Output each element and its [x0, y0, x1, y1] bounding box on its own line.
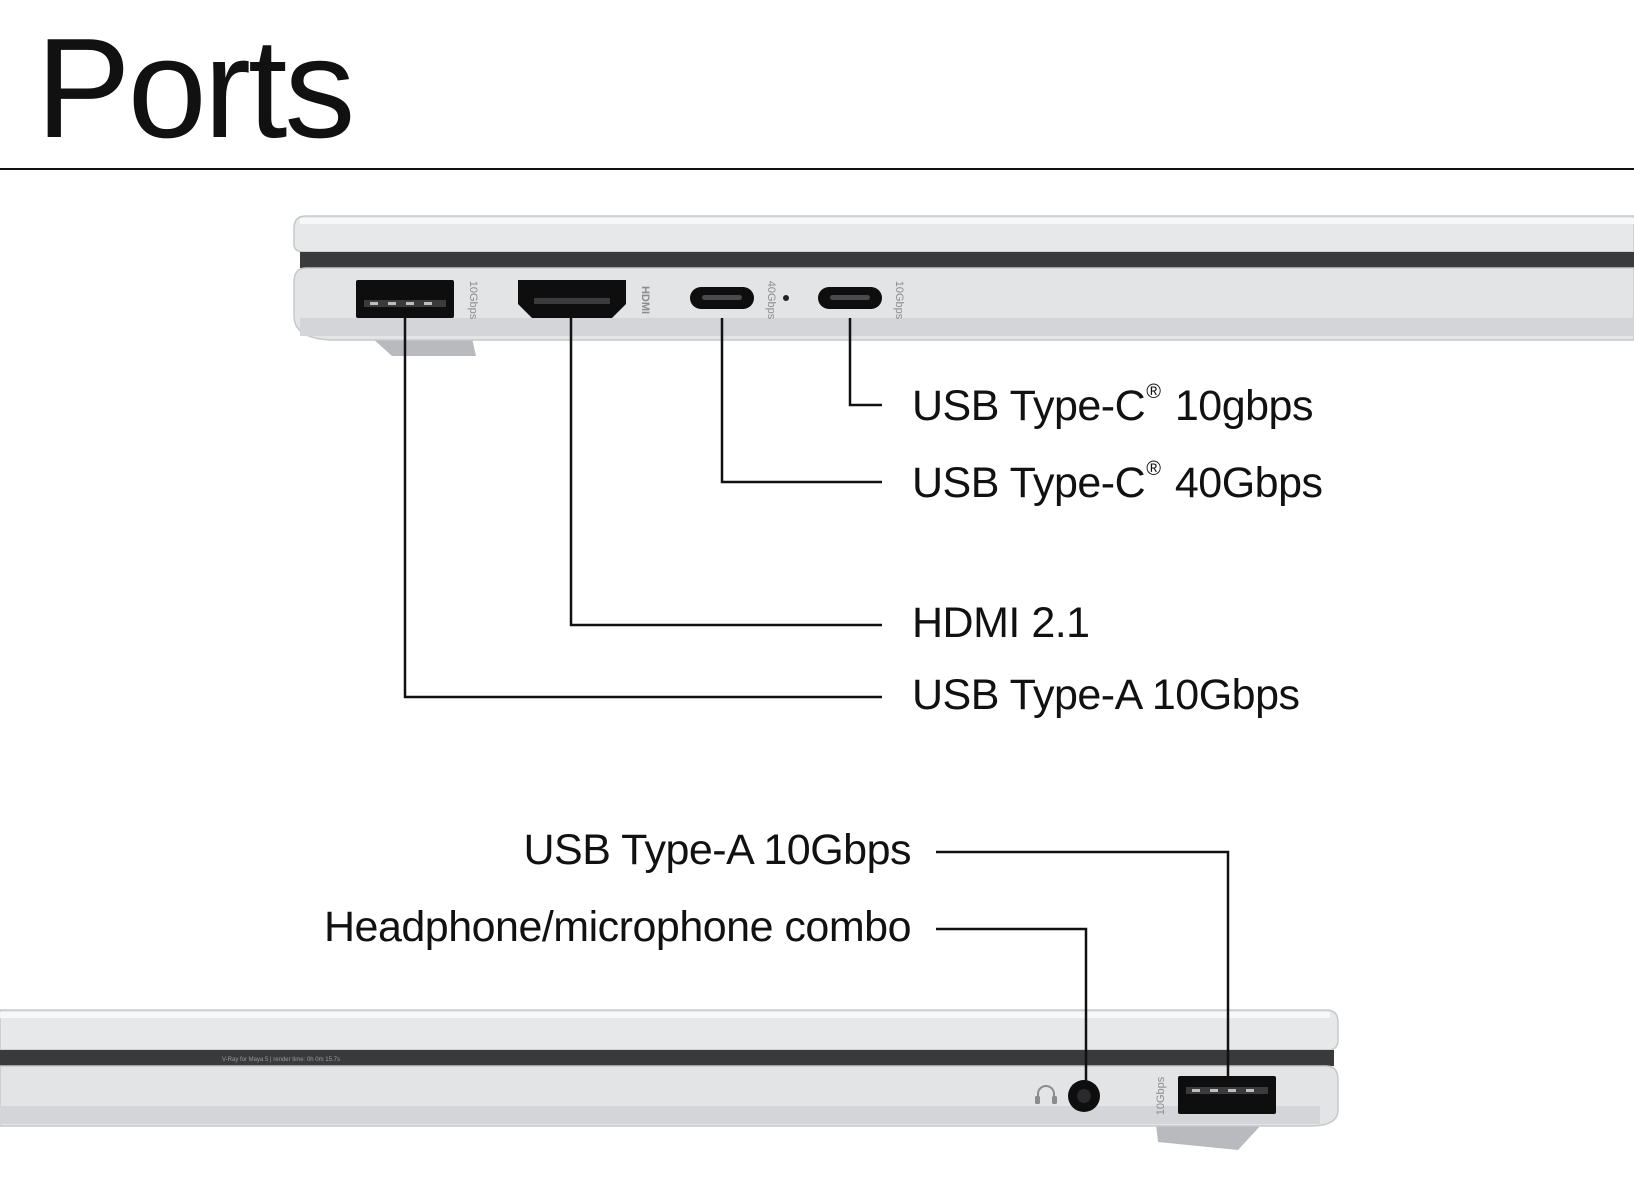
- usb-a-right-speed-marking: 10Gbps: [1155, 1076, 1167, 1115]
- audio-jack-inner: [1077, 1089, 1091, 1103]
- page-title: Ports: [36, 9, 355, 168]
- leader-usb-a-left: [403, 318, 882, 699]
- leader-hdmi: [569, 318, 882, 627]
- usb-c-10-speed-marking: 10Gbps: [893, 281, 905, 320]
- title-divider: [0, 168, 1634, 170]
- label-usb-c-40gbps: USB Type-C® 40Gbps: [912, 458, 1323, 507]
- leader-usb-a-right: [936, 850, 1230, 1080]
- laptop-left-profile: [293, 215, 1634, 356]
- laptop-lid: [293, 215, 1634, 253]
- usb-c-10gbps-port: [818, 287, 882, 309]
- hdmi-port: [518, 280, 626, 318]
- leader-usb-c-40: [720, 318, 882, 484]
- label-usb-a-right: USB Type-A 10Gbps: [523, 826, 912, 874]
- usb-c-40gbps-port: [690, 287, 754, 309]
- usb-a-port-right: [1178, 1076, 1276, 1114]
- leader-usb-c-10: [848, 318, 882, 407]
- laptop-right-profile: [0, 1009, 1339, 1150]
- usb-a-left-speed-marking: 10Gbps: [467, 281, 479, 320]
- headphone-icon: [1035, 1085, 1057, 1104]
- base-lower-shade: [300, 318, 1634, 336]
- laptop-lid-right: [0, 1009, 1339, 1051]
- leader-audio-combo: [936, 927, 1088, 1082]
- usb-a-port-left: [356, 280, 454, 318]
- laptop-foot: [372, 338, 476, 356]
- usb-c-40-speed-marking: 40Gbps: [765, 281, 777, 320]
- lid-highlight: [300, 218, 1634, 224]
- render-fine-print: V-Ray for Maya 5 | render time: 0h 0m 15…: [222, 1057, 340, 1063]
- lid-highlight-right: [0, 1012, 1330, 1018]
- label-usb-c-10gbps: USB Type-C® 10gbps: [912, 381, 1313, 430]
- laptop-seam-right: [0, 1050, 1334, 1066]
- charging-led: [783, 295, 789, 301]
- base-lower-shade-right: [0, 1106, 1320, 1124]
- laptop-foot-right: [1156, 1124, 1262, 1150]
- hdmi-marking: HDMI: [639, 286, 651, 314]
- label-hdmi: HDMI 2.1: [912, 599, 1090, 647]
- label-headphone-microphone: Headphone/microphone combo: [323, 903, 912, 951]
- label-usb-a-left: USB Type-A 10Gbps: [912, 671, 1300, 719]
- laptop-seam: [300, 252, 1634, 268]
